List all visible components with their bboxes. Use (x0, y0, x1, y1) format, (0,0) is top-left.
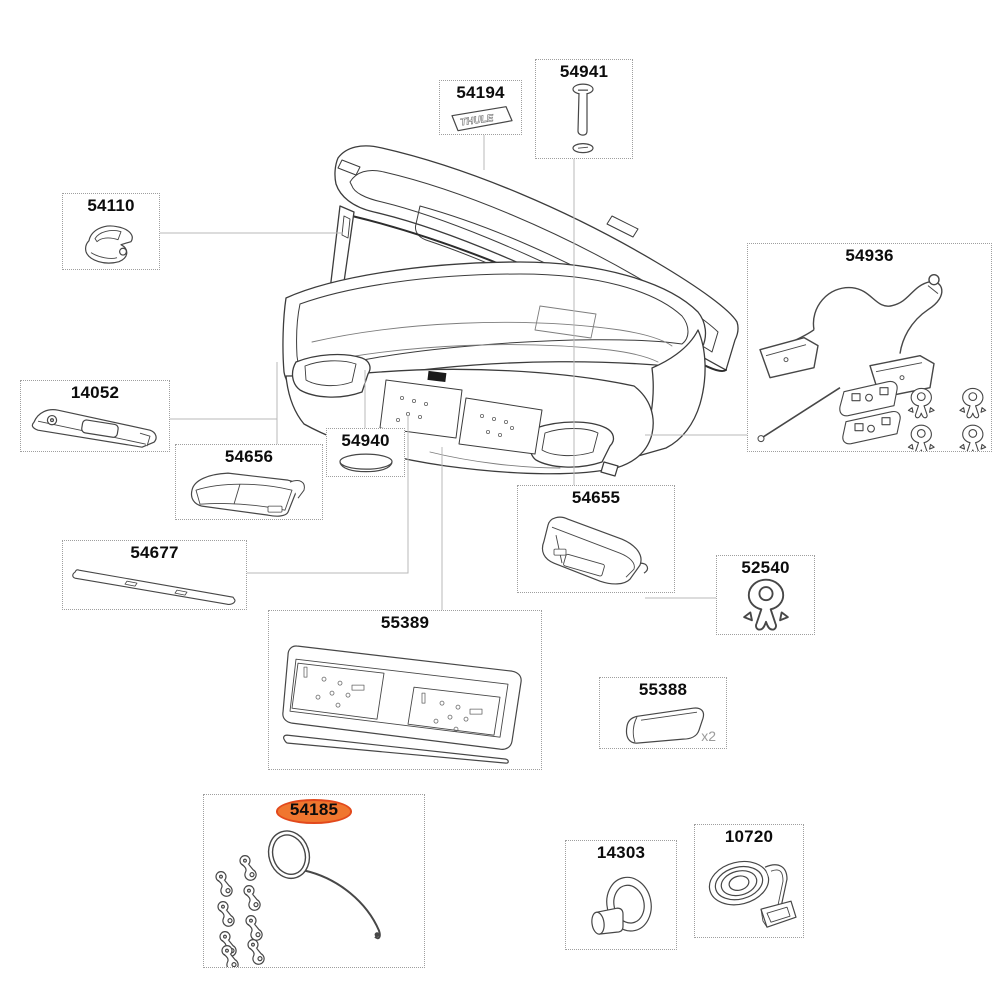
badge-text: THULE (459, 113, 494, 129)
thule-badge-icon: THULE (450, 105, 513, 131)
part-number[interactable]: 54940 (341, 431, 390, 450)
roof-box-drawing (282, 145, 739, 477)
part-box-55388[interactable]: 55388 x2 (599, 677, 727, 749)
part-box-54194[interactable]: 54194 THULE (439, 80, 522, 135)
lock-housing-plate-icon (31, 408, 157, 448)
part-number[interactable]: 52540 (741, 558, 790, 577)
cable-clip-icon (742, 578, 789, 631)
part-box-14303[interactable]: 14303 (565, 840, 677, 950)
part-number[interactable]: 55388 (638, 680, 688, 699)
part-number[interactable]: 14303 (596, 843, 646, 862)
part-box-54941[interactable]: 54941 (535, 59, 633, 159)
part-number[interactable]: 10720 (724, 827, 774, 846)
part-box-54185[interactable]: 54185 (203, 794, 425, 968)
leader-lines (160, 135, 747, 610)
part-box-54940[interactable]: 54940 (326, 428, 405, 477)
grommet-knob-icon (591, 876, 652, 935)
part-box-55389[interactable]: 55389 (268, 610, 542, 770)
part-box-54110[interactable]: 54110 (62, 193, 160, 270)
part-number[interactable]: 54194 (456, 83, 505, 102)
part-number[interactable]: 55389 (380, 613, 430, 632)
part-number[interactable]: 54941 (559, 62, 609, 81)
strap-with-buckle-icon (708, 860, 797, 928)
part-number[interactable]: 14052 (70, 383, 120, 402)
light-kit-harness-icon (757, 273, 987, 451)
part-box-52540[interactable]: 52540 (716, 555, 815, 635)
oval-cover-cap-icon (338, 453, 393, 472)
end-cap-left-icon (190, 472, 305, 517)
trim-strip-icon (71, 568, 236, 605)
part-number[interactable]: 54110 (87, 196, 135, 215)
part-box-10720[interactable]: 10720 (694, 824, 804, 938)
part-box-54936[interactable]: 54936 (747, 243, 992, 452)
part-number[interactable]: 54936 (845, 246, 894, 265)
part-box-54656[interactable]: 54656 (175, 444, 323, 520)
part-box-54677[interactable]: 54677 (62, 540, 247, 610)
part-number-highlighted[interactable]: 54185 (275, 799, 353, 824)
part-box-14052[interactable]: 14052 (20, 380, 170, 452)
part-number[interactable]: 54677 (130, 543, 179, 562)
bolt-and-washer-icon (572, 83, 594, 153)
number-plate-holder-icon (282, 645, 522, 764)
quantity-label: x2 (701, 728, 716, 744)
lid-latch-icon (85, 225, 133, 264)
part-number[interactable]: 54656 (224, 447, 274, 466)
cover-pad-icon (625, 707, 705, 744)
fastener-kit-with-cord-icon (215, 829, 381, 967)
end-cap-right-icon (541, 516, 649, 585)
part-number[interactable]: 54655 (571, 488, 621, 507)
part-box-54655[interactable]: 54655 (517, 485, 675, 593)
